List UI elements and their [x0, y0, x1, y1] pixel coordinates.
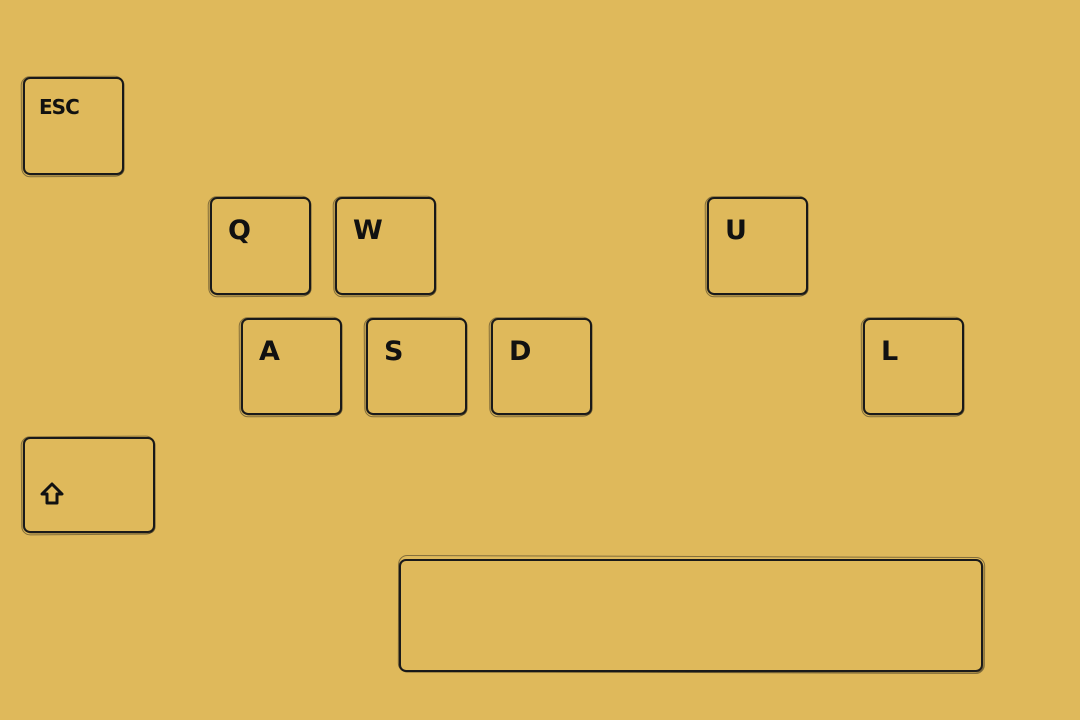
- l-key-label: L: [881, 336, 899, 367]
- shift-key[interactable]: [23, 437, 155, 533]
- d-key[interactable]: D: [491, 318, 592, 415]
- shift-arrow-icon: [40, 482, 64, 505]
- esc-key-label: ESC: [39, 95, 80, 119]
- s-key[interactable]: S: [366, 318, 467, 415]
- l-key[interactable]: L: [863, 318, 964, 415]
- esc-key[interactable]: ESC: [23, 77, 124, 175]
- a-key[interactable]: A: [241, 318, 342, 415]
- q-key-label: Q: [228, 215, 251, 246]
- w-key-label: W: [353, 215, 383, 246]
- space-key[interactable]: [399, 559, 983, 672]
- u-key-label: U: [725, 215, 747, 246]
- u-key[interactable]: U: [707, 197, 808, 295]
- a-key-label: A: [259, 336, 280, 367]
- q-key[interactable]: Q: [210, 197, 311, 295]
- s-key-label: S: [384, 336, 404, 367]
- d-key-label: D: [509, 336, 532, 367]
- w-key[interactable]: W: [335, 197, 436, 295]
